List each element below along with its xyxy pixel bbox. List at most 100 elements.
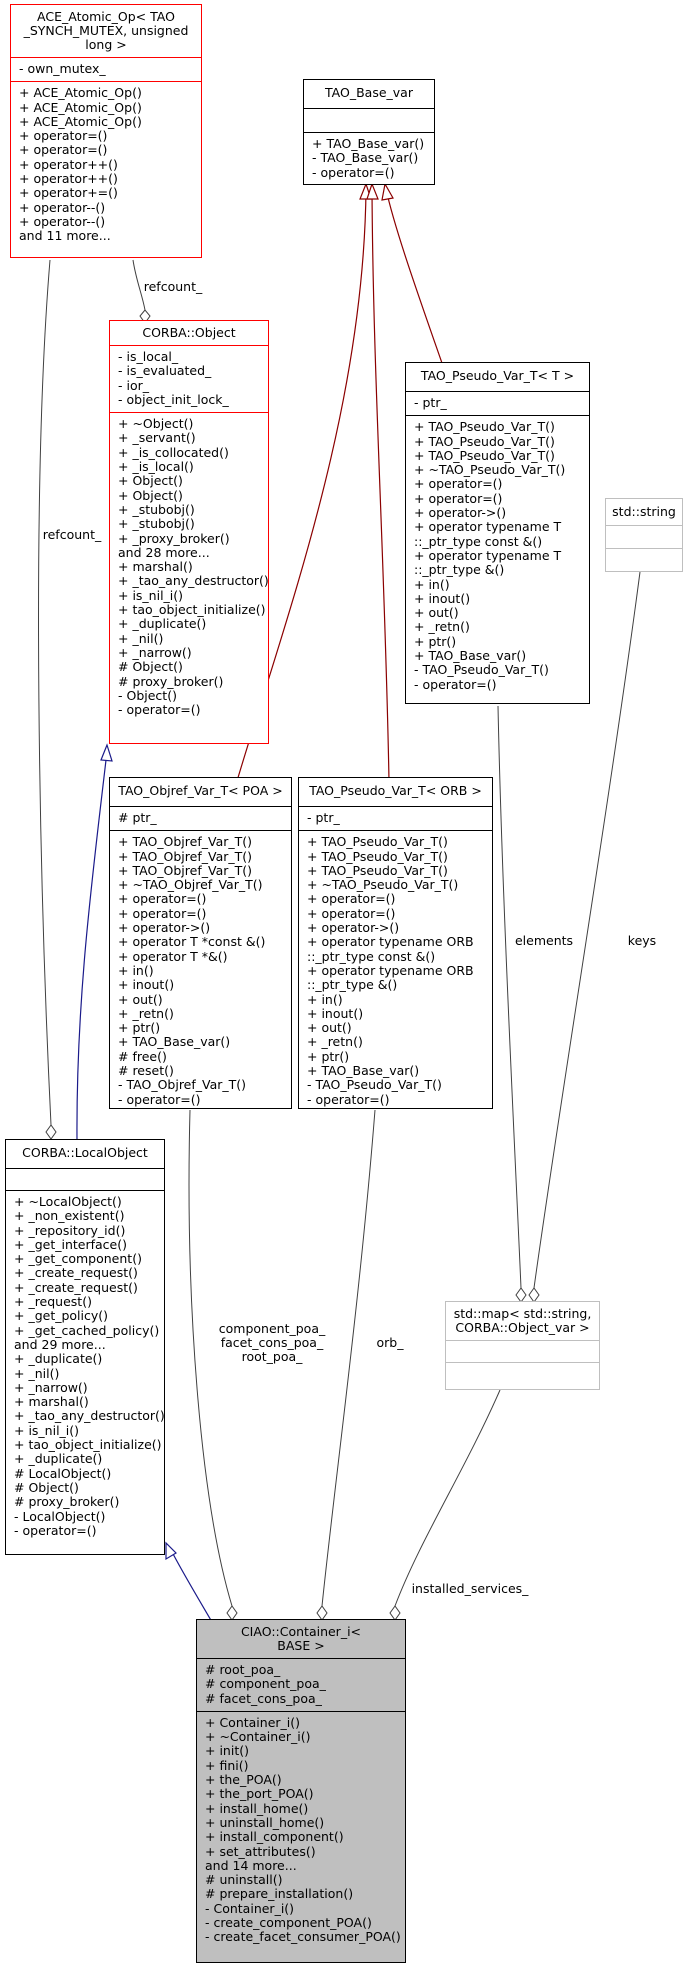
class-tao-pseudo-var-orb[interactable]: TAO_Pseudo_Var_T< ORB > - ptr_ + TAO_Pse… <box>298 777 493 1109</box>
inherit-arrow-localobject <box>165 1541 177 1561</box>
attribute: # component_poa_ <box>205 1676 326 1692</box>
class-title: std::map< std::string, CORBA::Object_var… <box>446 1302 599 1340</box>
attribute-list <box>304 108 434 132</box>
method: + ~Object() <box>118 416 194 432</box>
method: + TAO_Pseudo_Var_T() <box>307 834 448 850</box>
method: + _request() <box>14 1294 92 1310</box>
label-elements: elements <box>514 933 574 948</box>
attribute: # facet_cons_poa_ <box>205 1690 322 1706</box>
method: + the_port_POA() <box>205 1786 314 1802</box>
attribute-list: - ptr_ <box>406 391 589 415</box>
method: + the_POA() <box>205 1772 282 1788</box>
method: + _tao_any_destructor() <box>14 1408 165 1424</box>
method: + ~LocalObject() <box>14 1194 122 1209</box>
edge-refcount-local <box>38 259 52 1126</box>
method: # free() <box>118 1048 167 1064</box>
method: + out() <box>118 991 163 1007</box>
method: # LocalObject() <box>14 1465 112 1481</box>
method: + operator=() <box>118 905 207 921</box>
method: + operator--() <box>19 213 106 229</box>
method: + ptr() <box>118 1020 161 1036</box>
method: + operator++() <box>19 171 118 187</box>
method: + _repository_id() <box>14 1222 126 1238</box>
method: - TAO_Pseudo_Var_T() <box>307 1077 442 1093</box>
class-title-line: std::map< std::string, <box>453 1306 592 1321</box>
method: + init() <box>205 1743 249 1759</box>
method: + ptr() <box>414 633 457 649</box>
class-corba-object[interactable]: CORBA::Object - is_local_ - is_evaluated… <box>109 320 269 744</box>
method: + TAO_Pseudo_Var_T() <box>414 419 555 435</box>
class-corba-localobject[interactable]: CORBA::LocalObject + ~LocalObject() + _n… <box>5 1139 165 1555</box>
attribute: - is_local_ <box>118 349 179 364</box>
method: + TAO_Pseudo_Var_T() <box>414 433 555 449</box>
method: ::_ptr_type const &() <box>414 533 543 549</box>
method: and 14 more... <box>205 1857 297 1873</box>
method: ::_ptr_type const &() <box>307 948 436 964</box>
method: - operator=() <box>118 702 201 718</box>
class-title-line: CORBA::Object_var > <box>455 1320 590 1335</box>
method: + ~Container_i() <box>205 1729 311 1745</box>
method: + inout() <box>307 1005 364 1021</box>
class-tao-objref-var-t[interactable]: TAO_Objref_Var_T< POA > # ptr_ + TAO_Obj… <box>109 777 292 1109</box>
method: + tao_object_initialize() <box>14 1437 162 1453</box>
method: + Object() <box>118 487 183 503</box>
edge-container-to-localobject <box>169 1547 213 1623</box>
class-ace-atomic-op[interactable]: ACE_Atomic_Op< TAO _SYNCH_MUTEX, unsigne… <box>10 4 202 258</box>
method: + _get_policy() <box>14 1308 109 1324</box>
edge-pseudo-t-to-base <box>385 188 444 367</box>
method: + _stubobj() <box>118 501 195 517</box>
class-tao-pseudo-var-t[interactable]: TAO_Pseudo_Var_T< T > - ptr_ + TAO_Pseud… <box>405 362 590 704</box>
method: + operator=() <box>414 490 503 506</box>
method: + TAO_Pseudo_Var_T() <box>307 862 448 878</box>
method: - Container_i() <box>205 1900 295 1916</box>
method: + operator T *&() <box>118 948 228 964</box>
method: + tao_object_initialize() <box>118 602 266 618</box>
method: + _duplicate() <box>14 1451 103 1467</box>
method: + _get_cached_policy() <box>14 1322 160 1338</box>
agg-diamond-installed <box>389 1605 401 1621</box>
method: # Object() <box>14 1479 79 1495</box>
class-title-line: std::string <box>612 504 676 519</box>
method: + TAO_Base_var() <box>312 136 425 151</box>
attribute: # root_poa_ <box>205 1662 281 1677</box>
attribute-list: - own_mutex_ <box>11 57 201 81</box>
method: + _servant() <box>118 430 196 446</box>
method: + _is_collocated() <box>118 444 229 460</box>
class-title-line: TAO_Objref_Var_T< POA > <box>118 783 283 798</box>
method: + _narrow() <box>14 1379 88 1395</box>
label-installed-services: installed_services_ <box>411 1581 529 1596</box>
attribute: - ptr_ <box>414 395 447 410</box>
method: + _stubobj() <box>118 516 195 532</box>
method: # reset() <box>118 1063 174 1079</box>
method: + _create_request() <box>14 1279 138 1295</box>
class-title: TAO_Base_var <box>304 80 434 108</box>
class-title-line: CORBA::LocalObject <box>22 1145 148 1160</box>
attribute-list <box>6 1168 164 1190</box>
class-tao-base-var[interactable]: TAO_Base_var + TAO_Base_var() - TAO_Base… <box>303 79 435 185</box>
method: + ptr() <box>307 1048 350 1064</box>
method: + ~TAO_Objref_Var_T() <box>118 877 263 893</box>
method: + operator typename T <box>414 519 562 535</box>
method: - operator=() <box>312 164 395 180</box>
agg-diamond-elements <box>515 1287 527 1303</box>
method: + _retn() <box>307 1034 363 1050</box>
method: + TAO_Objref_Var_T() <box>118 834 253 850</box>
method: + operator=() <box>414 476 503 492</box>
method: - TAO_Base_var() <box>312 150 419 166</box>
method: + in() <box>118 962 154 978</box>
method: + _nil() <box>14 1365 60 1381</box>
method-list: + TAO_Pseudo_Var_T() + TAO_Pseudo_Var_T(… <box>299 830 492 1112</box>
edge-elements <box>497 705 522 1289</box>
method: + _narrow() <box>118 644 192 660</box>
method-list: + ~LocalObject() + _non_existent() + _re… <box>6 1190 165 1543</box>
class-std-string[interactable]: std::string <box>605 498 683 572</box>
class-container-i[interactable]: CIAO::Container_i< BASE > # root_poa_ # … <box>196 1619 406 1963</box>
class-std-map[interactable]: std::map< std::string, CORBA::Object_var… <box>445 1301 600 1390</box>
method: + Container_i() <box>205 1714 301 1730</box>
method: + marshal() <box>118 559 193 575</box>
method: + _create_request() <box>14 1265 138 1281</box>
method: + TAO_Pseudo_Var_T() <box>307 848 448 864</box>
edge-poa <box>188 1109 233 1607</box>
inherit-arrow-object <box>100 743 113 762</box>
attribute: - is_evaluated_ <box>118 363 212 379</box>
